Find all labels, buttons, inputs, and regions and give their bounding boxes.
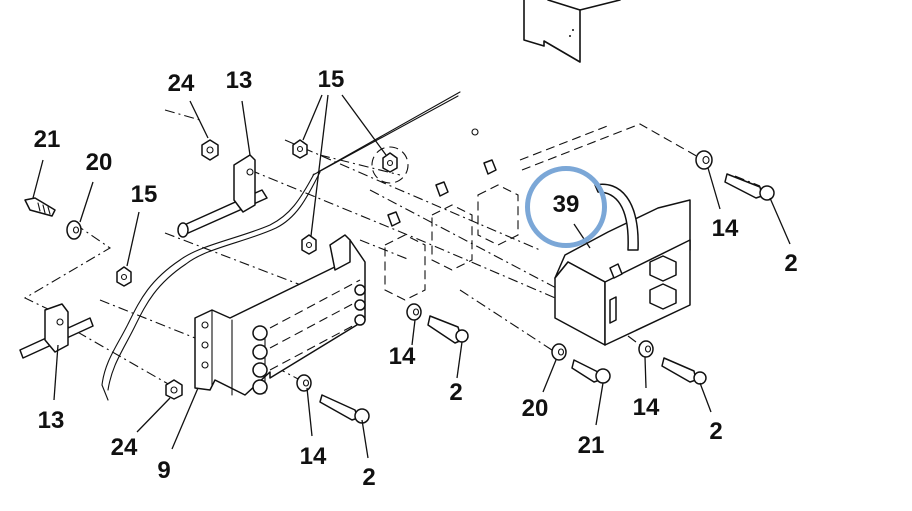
callout-2-bottom: 2 — [449, 379, 463, 406]
callout-21-bottom: 21 — [577, 432, 605, 459]
washer-14-middle — [406, 303, 422, 321]
nut-15-top-left — [292, 139, 308, 159]
terminal-block-9 — [194, 234, 366, 396]
mounting-plate — [101, 91, 479, 401]
washer-20-left — [66, 220, 82, 240]
nut-15-left — [116, 266, 132, 287]
bolt-21-bottom — [571, 359, 611, 384]
screw-2-middle — [427, 315, 469, 344]
clamp-13-top — [177, 154, 268, 238]
callout-13-top: 13 — [225, 67, 253, 94]
callout-24-top: 24 — [167, 70, 195, 97]
nut-15-middle — [301, 234, 317, 255]
nut-24-bottom — [165, 379, 183, 400]
nut-15-top-right — [371, 146, 409, 184]
top-bracket-fragment — [523, 0, 621, 63]
assembly-lines — [23, 109, 761, 386]
callout-14-lower-right: 14 — [632, 394, 660, 421]
highlight-ring-39 — [525, 166, 607, 248]
nut-24-top — [201, 139, 219, 161]
callout-14-right: 14 — [711, 215, 739, 242]
callout-2-lower-right: 2 — [709, 418, 723, 445]
callout-15-left: 15 — [130, 181, 158, 208]
callout-14-mid: 14 — [299, 443, 327, 470]
callout-14-bottom: 14 — [388, 343, 416, 370]
screw-2-upper-right — [724, 173, 775, 201]
callout-2-mid: 2 — [362, 464, 376, 491]
screw-2-lower — [319, 394, 370, 424]
washer-14-upper-right — [695, 150, 713, 170]
callout-20-bottom: 20 — [521, 395, 549, 422]
relay-sockets — [384, 159, 519, 301]
leader-lines — [32, 94, 791, 459]
callout-2-right: 2 — [784, 250, 798, 277]
callout-9: 9 — [157, 457, 171, 484]
washer-14-lower — [296, 374, 312, 392]
callout-20-left: 20 — [85, 149, 113, 176]
screw-2-lower-right — [661, 357, 707, 385]
bolt-21-left — [24, 197, 56, 217]
callout-15-top: 15 — [317, 66, 345, 93]
callout-24-bottom: 24 — [110, 434, 138, 461]
callout-21-left: 21 — [33, 126, 61, 153]
clamp-13-bottom — [19, 303, 94, 359]
control-module-39 — [554, 183, 691, 346]
callout-39: 39 — [552, 191, 580, 218]
callout-13-bottom: 13 — [37, 407, 65, 434]
washer-20-bottom — [551, 343, 567, 361]
washer-14-lower-right — [638, 340, 654, 358]
